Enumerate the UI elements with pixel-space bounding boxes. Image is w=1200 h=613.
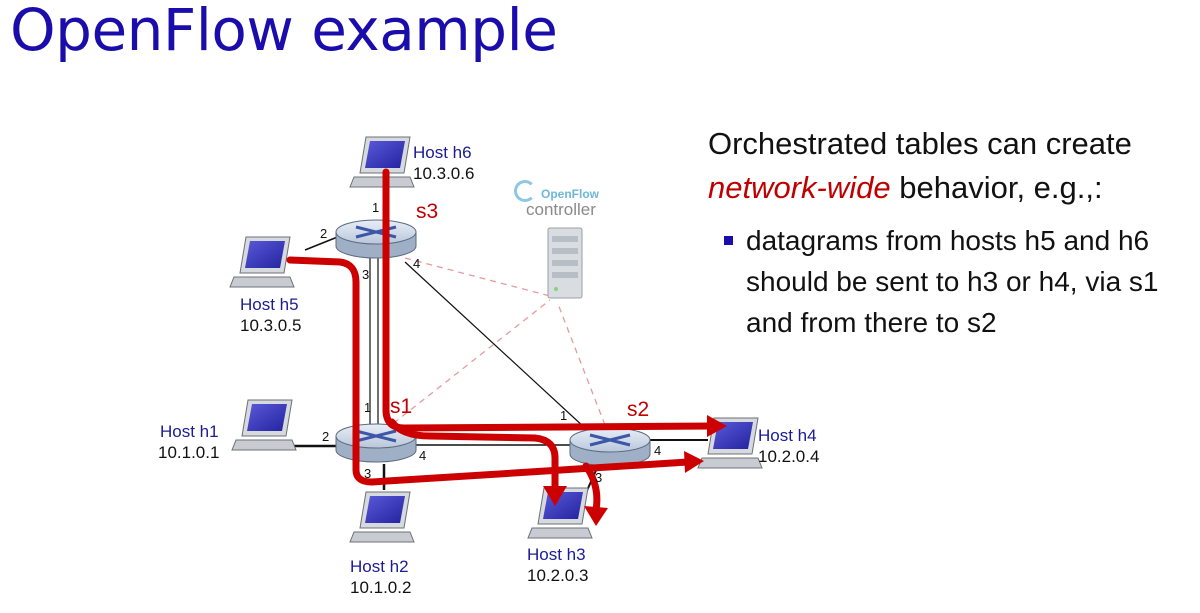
switch-s2-icon bbox=[569, 427, 651, 467]
intro-suffix: behavior, e.g.,: bbox=[899, 170, 1103, 205]
link-h5-s3 bbox=[304, 235, 341, 251]
controller-label: controller bbox=[526, 200, 596, 219]
port-label: 3 bbox=[364, 466, 372, 481]
flow-arrowheads bbox=[543, 415, 727, 526]
flow-to-h3-b bbox=[582, 462, 601, 514]
host-h5-ip: 10.3.0.5 bbox=[240, 316, 302, 335]
flow-to-h3-a bbox=[388, 418, 559, 492]
openflow-logo-icon bbox=[514, 180, 536, 202]
host-h4-ip: 10.2.0.4 bbox=[758, 447, 820, 466]
port-label: 4 bbox=[419, 448, 427, 463]
controller-links bbox=[384, 257, 606, 431]
port-label: 4 bbox=[654, 443, 662, 458]
switch-s3-icon bbox=[335, 219, 417, 259]
host-h1-ip: 10.1.0.1 bbox=[158, 443, 220, 462]
port-label: 3 bbox=[362, 267, 370, 282]
controller-link-s3 bbox=[404, 257, 551, 297]
arrowhead-h3-b bbox=[584, 506, 608, 526]
slide-title: OpenFlow example bbox=[10, 0, 558, 64]
port-label: 3 bbox=[595, 470, 603, 485]
port-label: 4 bbox=[413, 256, 421, 271]
switch-label-s1: s1 bbox=[390, 395, 413, 418]
controller-link-s2 bbox=[557, 303, 606, 426]
switch-label-s3: s3 bbox=[416, 200, 439, 223]
bullet-text: datagrams from hosts h5 and h6 should be… bbox=[746, 225, 1159, 338]
host-h3-ip: 10.2.0.3 bbox=[527, 566, 589, 585]
host-h2-ip: 10.1.0.2 bbox=[350, 578, 412, 597]
controller-link-s1 bbox=[384, 299, 551, 431]
host-h5-name: Host h5 bbox=[240, 295, 299, 314]
switch-label-s2: s2 bbox=[627, 398, 650, 421]
host-h5-computer-icon bbox=[229, 236, 295, 288]
port-label: 1 bbox=[560, 408, 568, 423]
host-h2-computer-icon bbox=[349, 491, 415, 543]
intro-prefix: Orchestrated tables can create bbox=[708, 126, 1132, 161]
host-h1-computer-icon bbox=[231, 399, 297, 451]
port-label: 1 bbox=[364, 400, 372, 415]
controller-brand: OpenFlow bbox=[541, 187, 599, 201]
intro-emphasis: network-wide bbox=[708, 170, 891, 205]
host-h4-name: Host h4 bbox=[758, 426, 817, 445]
arrowhead-h4-upper bbox=[707, 415, 727, 437]
bullet-square-icon bbox=[724, 236, 733, 245]
host-h6-name: Host h6 bbox=[413, 143, 472, 162]
bullet-item: datagrams from hosts h5 and h6 should be… bbox=[708, 220, 1196, 343]
host-h1-name: Host h1 bbox=[160, 422, 219, 441]
flow-h5-to-h4 bbox=[286, 256, 692, 486]
port-label: 1 bbox=[372, 200, 380, 215]
intro-text: Orchestrated tables can create network-w… bbox=[708, 122, 1196, 210]
port-label: 2 bbox=[320, 226, 328, 241]
host-h6-ip: 10.3.0.6 bbox=[413, 164, 475, 183]
host-h3-name: Host h3 bbox=[527, 545, 586, 564]
explanation-panel: Orchestrated tables can create network-w… bbox=[708, 122, 1196, 343]
flow-paths bbox=[286, 168, 716, 514]
port-label: 2 bbox=[322, 429, 330, 444]
link-s3-s2 bbox=[404, 261, 586, 429]
host-h2-name: Host h2 bbox=[350, 557, 409, 576]
host-h6-computer-icon bbox=[349, 136, 415, 188]
arrowhead-h3-a bbox=[543, 486, 567, 506]
arrowhead-h4-lower bbox=[684, 451, 704, 473]
controller-server-icon bbox=[547, 227, 583, 299]
